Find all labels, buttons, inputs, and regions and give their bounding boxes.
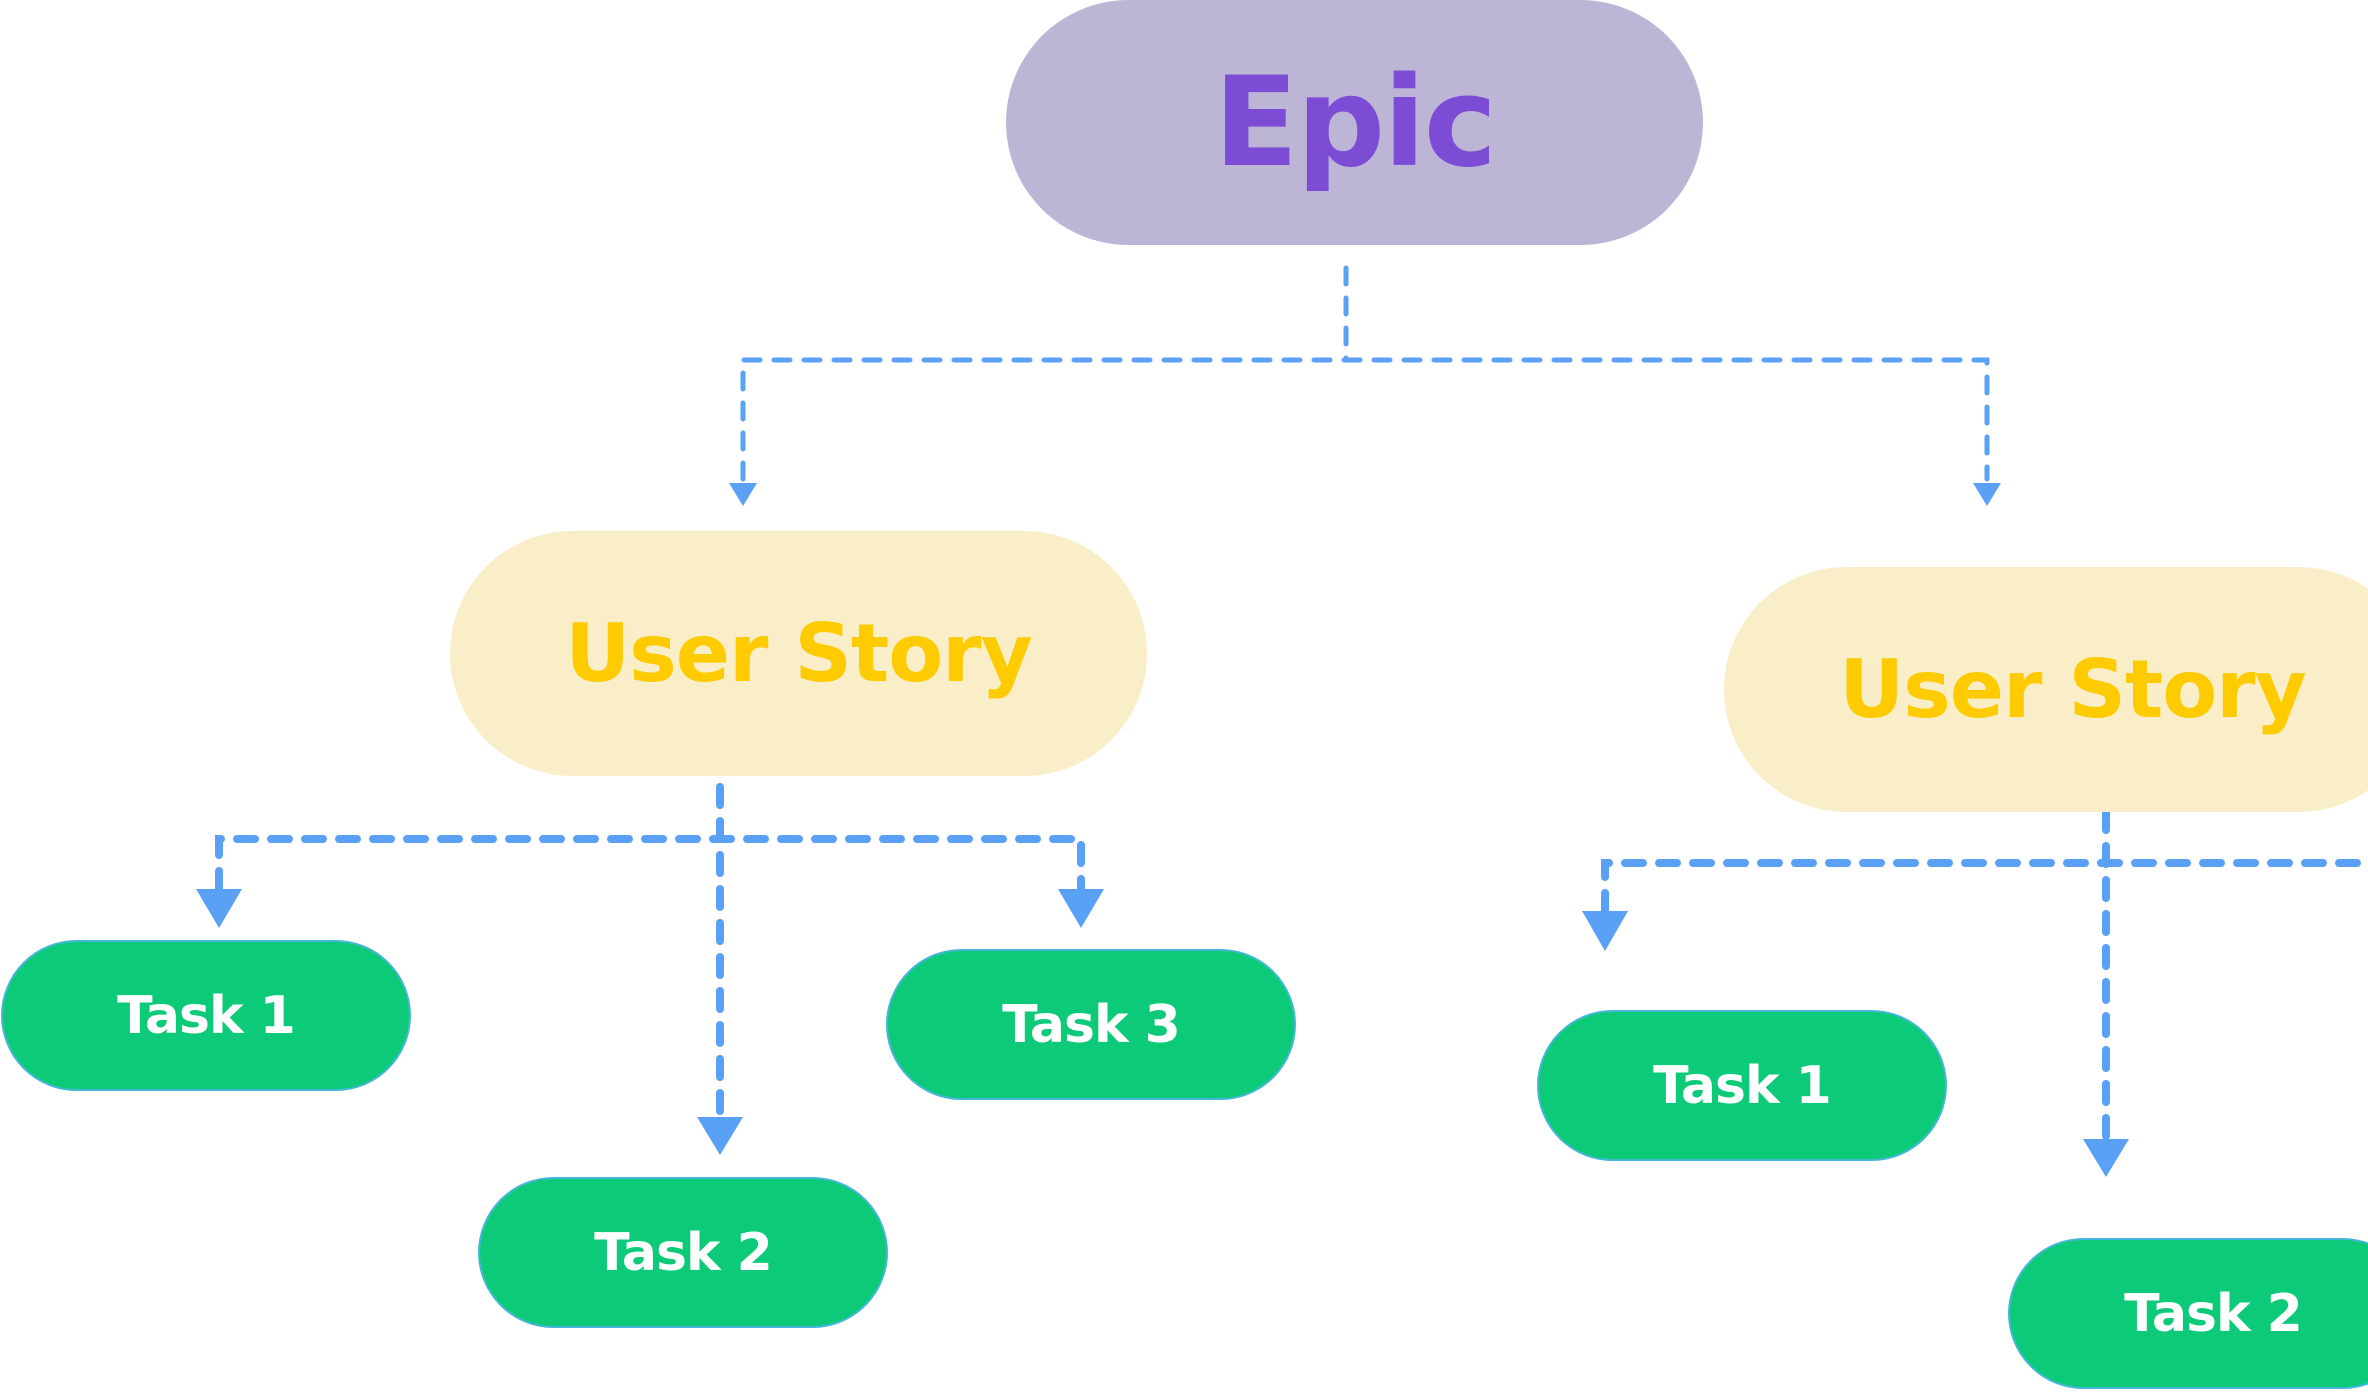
arrowhead-task-r2 — [2083, 1139, 2129, 1177]
connector-left-story-branch — [215, 835, 1085, 893]
task-node: Task 2 — [2008, 1238, 2368, 1389]
task-node: Task 3 — [886, 949, 1296, 1100]
arrowhead-task-l2 — [697, 1117, 743, 1155]
arrowhead-right-story — [1973, 483, 2001, 506]
task-label: Task 2 — [2124, 1283, 2303, 1344]
task-label: Task 2 — [594, 1222, 773, 1283]
user-story-label: User Story — [565, 606, 1033, 700]
user-story-label: User Story — [1839, 642, 2307, 736]
epic-node: Epic — [1006, 0, 1703, 245]
task-label: Task 3 — [1002, 994, 1181, 1055]
task-label: Task 1 — [117, 985, 296, 1046]
task-node: Task 2 — [478, 1177, 888, 1328]
task-label: Task 1 — [1653, 1055, 1832, 1116]
connector-epic-branch — [740, 357, 1990, 482]
task-node: Task 1 — [1, 940, 411, 1091]
arrowhead-left-story — [729, 483, 757, 506]
connector-right-story-branch — [1601, 859, 2368, 915]
user-story-node: User Story — [450, 531, 1147, 776]
epic-label: Epic — [1213, 50, 1497, 195]
arrowhead-task-r1 — [1582, 911, 1628, 951]
task-node: Task 1 — [1537, 1010, 1947, 1161]
arrowhead-task-l1 — [196, 889, 242, 928]
user-story-node: User Story — [1724, 567, 2368, 812]
arrowhead-task-l3 — [1058, 889, 1104, 928]
